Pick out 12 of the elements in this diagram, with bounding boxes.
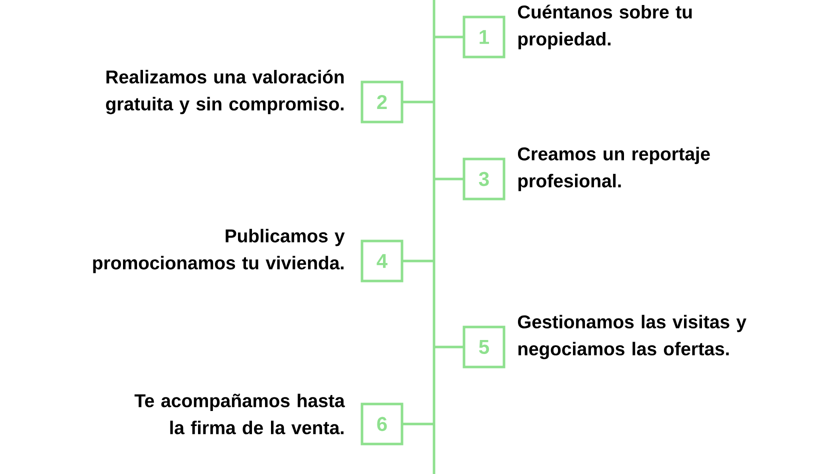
number-box: 2	[360, 80, 404, 124]
number-box: 6	[360, 402, 404, 446]
step-description: Gestionamos las visitas y negociamos las ofertas.	[518, 314, 746, 360]
number-box: 3	[462, 158, 506, 200]
step-description: Publicamos y promocionamos tu vivienda.	[93, 228, 345, 274]
step-description: Realizamos una valoración gratuita y sin compromiso.	[106, 70, 344, 114]
number-box: 5	[462, 326, 506, 368]
step-description: Creamos un reportaje profesional.	[518, 146, 710, 192]
number-box: 1	[462, 16, 506, 58]
step-description: Cuéntanos sobre tu propiedad.	[518, 4, 692, 50]
number-box: 4	[360, 240, 404, 282]
step-description: Te acompañamos hasta la firma de la venta.	[134, 394, 345, 434]
